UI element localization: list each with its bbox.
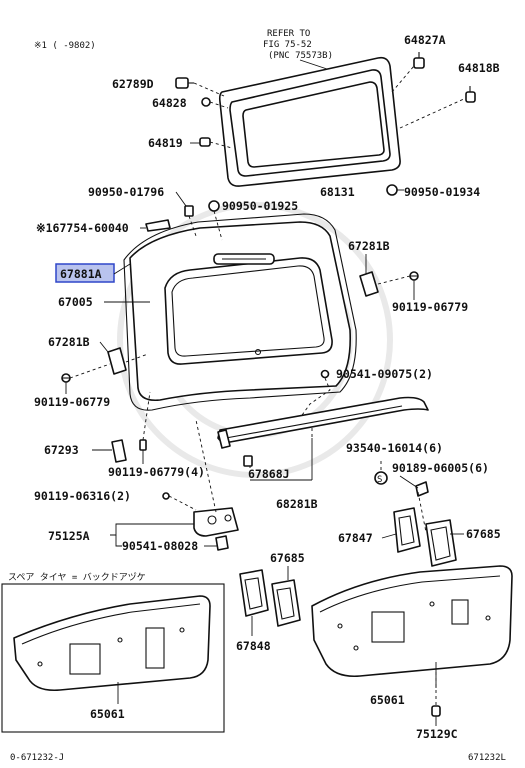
label-64818B[interactable]: 64818B [458,61,500,75]
clip-67868J-icon [243,455,253,467]
spare-tire-caption: スペア タイヤ = バックドアヅケ [8,572,146,583]
label-90119-06779-right[interactable]: 90119-06779 [392,300,468,314]
label-65061-right[interactable]: 65061 [370,693,405,707]
leader-62789D [193,82,225,97]
back-door-panel [129,221,352,402]
label-90119-06779-left[interactable]: 90119-06779 [34,395,110,409]
label-90189-06005[interactable]: 90189-06005(6) [392,461,489,475]
label-64827A[interactable]: 64827A [404,33,446,47]
footer-right-code: 671232L [468,753,506,763]
label-64828[interactable]: 64828 [152,96,187,110]
stopper-67281B-left-icon [107,347,127,375]
refer-leader [299,59,331,71]
label-67881A[interactable]: 67881A [60,267,102,281]
screw-90119-06316-icon [162,492,170,500]
trim-board-65061-right [311,565,513,678]
pad-67685-mid-icon [271,579,301,627]
refer-line-2: FIG 75-52 [263,40,312,50]
screw-90119-06779-4-icon [139,439,147,451]
label-62789D[interactable]: 62789D [112,77,154,91]
label-75129C[interactable]: 75129C [416,727,458,741]
door-weatherstrip [123,213,357,411]
label-68281B[interactable]: 68281B [276,497,318,511]
label-67005[interactable]: 67005 [58,295,93,309]
label-64819[interactable]: 64819 [148,136,183,150]
bolt-90950-01796-icon [184,205,194,217]
clip-62789D-icon [175,77,194,89]
clip-90950-01925-icon [208,200,220,212]
nut-93540-icon: S [374,471,388,485]
label-93540-16014[interactable]: 93540-16014(6) [346,441,443,455]
grommet-75129C-icon [431,705,441,717]
label-68131[interactable]: 68131 [320,185,355,199]
label-67281B-right[interactable]: 67281B [348,239,390,253]
label-67847[interactable]: 67847 [338,531,373,545]
label-67293[interactable]: 67293 [44,443,79,457]
label-65061-left[interactable]: 65061 [90,707,125,721]
leader-64819 [209,141,233,149]
clip-64827A-icon [413,52,425,69]
cap-67754-icon [145,219,171,232]
screw-90119-06779-left-icon [61,373,71,383]
cushion-67293-icon [111,439,127,463]
label-90541-08028[interactable]: 90541-08028 [122,539,198,553]
spare-tire-inset [1,583,225,733]
label-67685-right[interactable]: 67685 [466,527,501,541]
label-67281B-left[interactable]: 67281B [48,335,90,349]
clip-90950-01934-icon [386,184,398,196]
label-75125A[interactable]: 75125A [48,529,90,543]
screw-90119-06779-right-icon [409,271,419,281]
label-67685-mid[interactable]: 67685 [270,551,305,565]
label-90950-01796[interactable]: 90950-01796 [88,185,164,199]
clip-64819-icon [199,137,211,147]
label-67754-60040[interactable]: ※167754-60040 [36,221,129,235]
label-67868J[interactable]: 67868J [248,467,290,481]
label-90950-01925[interactable]: 90950-01925 [222,199,298,213]
refer-line-3: (PNC 75573B) [268,51,333,61]
label-90950-01934[interactable]: 90950-01934 [404,185,480,199]
grommet-90541-09075-icon [320,369,330,379]
note-text: ※1 ( -9802) [34,41,96,51]
back-window-glass [218,56,401,187]
screw-90189-06005-icon [415,481,429,497]
leader-64818B [399,97,467,129]
clip-64818B-icon [465,86,476,103]
pad-67685-right-icon [425,519,457,567]
highlight-67881A-box [55,263,115,283]
leader-64827A [391,65,415,93]
svg-text:S: S [377,475,382,485]
refer-line-1: REFER TO [267,29,310,39]
label-67848[interactable]: 67848 [236,639,271,653]
label-90541-09075[interactable]: 90541-09075(2) [336,367,433,381]
label-90119-06316[interactable]: 90119-06316(2) [34,489,131,503]
clip-64828-icon [201,97,211,107]
stopper-67281B-right-icon [359,271,379,297]
garnish-68281B [217,396,429,449]
footer-left-code: 0-671232-J [10,753,64,763]
lock-75125A-icon [193,507,239,551]
pad-67848-icon [239,569,269,617]
label-90119-06779-4[interactable]: 90119-06779(4) [108,465,205,479]
trim-board-65061-left [13,595,211,692]
pad-67847-icon [393,507,421,553]
